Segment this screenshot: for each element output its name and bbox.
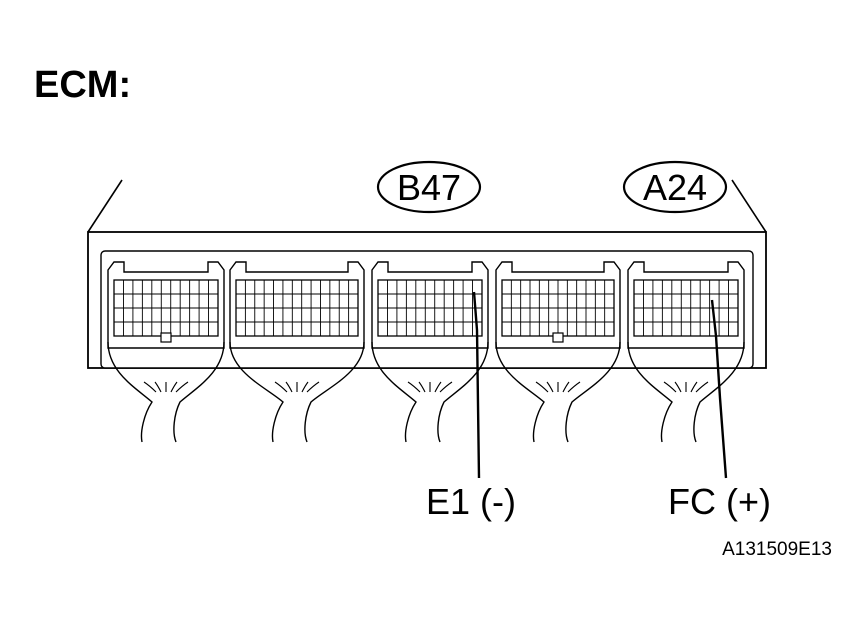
harness-outline xyxy=(107,341,153,443)
connector-block xyxy=(495,261,621,443)
wire-strand xyxy=(154,381,162,393)
harness-outline xyxy=(627,341,673,443)
wire-strand xyxy=(562,381,570,393)
wire-strand xyxy=(274,381,288,393)
harness-outline xyxy=(693,341,745,443)
diagram-title: ECM: xyxy=(34,64,132,106)
connector-id-oval xyxy=(376,160,482,214)
wire-strand xyxy=(663,381,677,393)
probe-lead-fc xyxy=(710,299,728,479)
housing-edge-left xyxy=(87,179,123,233)
wire-strand xyxy=(143,381,157,393)
connector-callout-b47: B47 xyxy=(376,160,482,214)
probe-lead-e1 xyxy=(472,291,481,479)
wire-strand xyxy=(439,381,453,393)
housing-edge-right xyxy=(731,179,767,233)
connector-block xyxy=(229,261,365,443)
terminal-label-e1: E1 (-) xyxy=(426,481,516,522)
wire-strand xyxy=(418,381,426,393)
wire-strand xyxy=(407,381,421,393)
connector-key xyxy=(160,332,172,343)
wire-strand xyxy=(690,381,698,393)
wire-strand xyxy=(567,381,581,393)
wire-strand xyxy=(434,381,442,393)
terminal-label-fc: FC (+) xyxy=(668,481,771,522)
wire-strand xyxy=(170,381,178,393)
harness-outline xyxy=(371,341,417,443)
connector-id-a24: A24 xyxy=(643,167,707,208)
harness-outline xyxy=(304,341,365,443)
harness-outline xyxy=(229,341,284,443)
connector-id-oval xyxy=(622,160,728,214)
wire-strand xyxy=(285,381,293,393)
harness-outline xyxy=(437,341,489,443)
connector-group xyxy=(107,261,745,443)
connector-block xyxy=(371,261,489,443)
wire-strand xyxy=(175,381,189,393)
connector-block xyxy=(107,261,225,443)
wire-strand xyxy=(306,381,320,393)
harness-outline xyxy=(565,341,621,443)
connector-id-b47: B47 xyxy=(397,167,461,208)
wire-strand xyxy=(546,381,554,393)
figure-code: A131509E13 xyxy=(722,539,832,560)
wire-strand xyxy=(301,381,309,393)
wire-strand xyxy=(674,381,682,393)
harness-outline xyxy=(173,341,225,443)
wire-strand xyxy=(535,381,549,393)
wire-strand xyxy=(695,381,709,393)
connector-callout-a24: A24 xyxy=(622,160,728,214)
harness-outline xyxy=(495,341,545,443)
connector-key xyxy=(552,332,564,343)
